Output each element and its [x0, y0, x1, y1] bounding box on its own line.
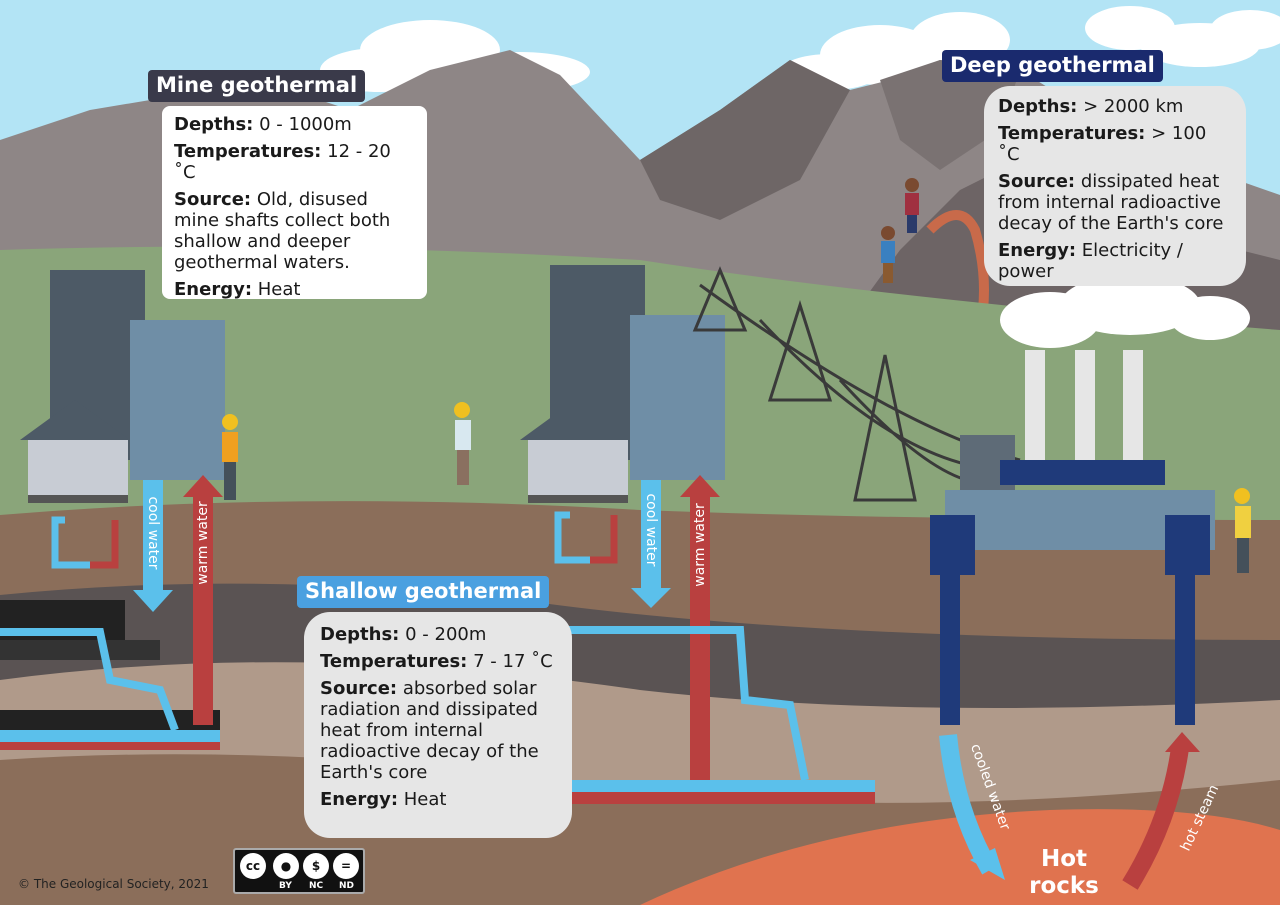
deep-energy-label: Energy:: [998, 240, 1077, 261]
mine-geothermal-title: Mine geothermal: [148, 70, 366, 102]
license-nd: ND: [339, 881, 355, 891]
deep-geothermal-title: Deep geothermal: [942, 50, 1163, 82]
shallow-temps-label: Temperatures:: [320, 651, 468, 672]
no-derivatives-icon: =: [333, 853, 359, 879]
workers: [222, 178, 1251, 573]
deep-geothermal-info: Depths: > 2000 km Temperatures: > 100 ˚C…: [984, 86, 1246, 286]
middle-cool-pipe: [641, 480, 661, 590]
hot-steam-arrow: [1122, 746, 1189, 890]
middle-cool-arrowhead: [631, 588, 671, 608]
mine-geothermal-info: Depths: 0 - 1000m Temperatures: 12 - 20 …: [162, 106, 427, 300]
mine-source-value: Old, disused mine shafts collect both sh…: [174, 189, 391, 273]
license-by: BY: [279, 881, 292, 891]
shallow-depths-label: Depths:: [320, 624, 400, 645]
middle-warm-arrowhead: [680, 475, 720, 497]
left-buildings: [20, 270, 225, 503]
hot-rocks-zone: [640, 809, 1280, 905]
shallow-geothermal-info: Depths: 0 - 200m Temperatures: 7 - 17 ˚C…: [304, 612, 572, 838]
middle-warm-pipe: [690, 495, 710, 800]
non-commercial-icon: $: [303, 853, 329, 879]
mine-source-label: Source:: [174, 189, 252, 210]
mine-temps-label: Temperatures:: [174, 141, 322, 162]
middle-cool-water-label: cool water: [643, 493, 659, 567]
middle-warm-water-label: warm water: [692, 503, 708, 587]
mine-energy-label: Energy:: [174, 279, 253, 300]
left-cool-arrowhead: [133, 590, 173, 612]
deep-temps-label: Temperatures:: [998, 123, 1146, 144]
cooled-water-arrowhead: [970, 848, 1005, 880]
middle-aquifer-cool: [570, 780, 875, 792]
creative-commons-badge: cc ● $ = BY NC ND: [233, 848, 365, 894]
license-nc: NC: [309, 881, 324, 891]
deep-source-value: dissipated heat from internal radioactiv…: [998, 171, 1224, 234]
hot-rocks-line1: Hot: [1040, 846, 1088, 872]
left-heat-loop: [51, 516, 119, 569]
mine-energy-value: Heat: [257, 279, 301, 300]
shallow-source-value: absorbed solar radiation and dissipated …: [320, 678, 539, 783]
deep-depths-label: Depths:: [998, 96, 1078, 117]
middle-buildings: [520, 265, 725, 503]
shallow-temps-value: 7 - 17 ˚C: [473, 651, 553, 672]
power-plant: [930, 275, 1250, 725]
hot-rocks-label: Hot rocks: [1022, 846, 1106, 900]
hot-steam-arrowhead: [1165, 732, 1200, 752]
mine-shaft: [0, 600, 220, 750]
left-warm-pipe: [193, 495, 213, 725]
shallow-energy-value: Heat: [403, 789, 447, 810]
left-warm-arrowhead: [183, 475, 223, 497]
attribution-icon: ●: [273, 853, 299, 879]
copyright-credit: © The Geological Society, 2021: [18, 877, 209, 891]
middle-aquifer-warm: [570, 792, 875, 804]
deep-source-label: Source:: [998, 171, 1076, 192]
shallow-source-label: Source:: [320, 678, 398, 699]
mine-temps-value: 12 - 20 ˚C: [174, 141, 391, 183]
deep-temps-value: > 100 ˚C: [998, 123, 1207, 165]
shallow-geothermal-title: Shallow geothermal: [297, 576, 550, 608]
mine-depths-value: 0 - 1000m: [259, 114, 352, 135]
left-warm-water-label: warm water: [195, 501, 211, 585]
middle-water-channel: [560, 626, 809, 781]
shallow-energy-label: Energy:: [320, 789, 399, 810]
deep-energy-value: Electricity / power: [998, 240, 1183, 282]
mine-depths-label: Depths:: [174, 114, 254, 135]
shallow-depths-value: 0 - 200m: [405, 624, 487, 645]
deep-depths-value: > 2000 km: [1083, 96, 1184, 117]
hot-rocks-line2: rocks: [1029, 873, 1099, 899]
middle-heat-loop: [554, 511, 618, 564]
left-cool-pipe: [143, 480, 163, 590]
creative-commons-icon: cc: [240, 853, 266, 879]
left-cool-water-label: cool water: [145, 496, 161, 570]
